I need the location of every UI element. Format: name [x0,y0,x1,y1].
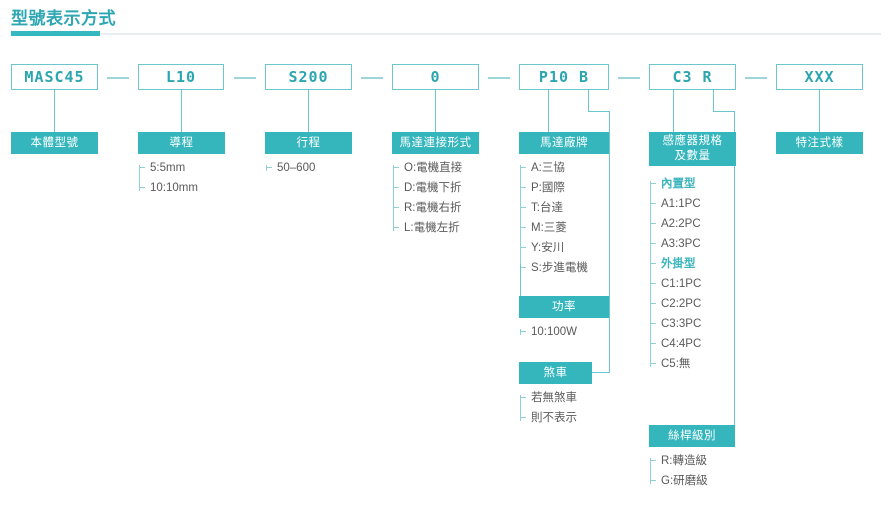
list-item: 若無煞車 [520,388,577,408]
list-item: G:研磨級 [650,471,708,491]
list-item: Y:安川 [520,238,588,258]
label-box-special-spec: 特注式樣 [776,132,863,154]
label-box-motor-brand: 馬達廠牌 [519,132,609,154]
option-list-screw-grade: R:轉造級 G:研磨級 [650,451,708,491]
connector-body-model [54,90,56,132]
separator-dash-3 [361,77,383,79]
connector-motor-mount [435,90,437,132]
connector-lead [181,90,183,132]
list-item: T:台達 [520,198,588,218]
list-item: 10:100W [520,322,577,342]
connector-brake-seg1 [588,90,590,112]
separator-dash-1 [107,77,129,79]
label-box-power: 功率 [519,296,609,318]
list-item-heading: 內置型 [650,174,701,194]
list-item: C4:4PC [650,334,701,354]
list-item: M:三菱 [520,218,588,238]
code-box-special[interactable]: XXX [776,64,863,90]
list-item: C5:無 [650,354,701,374]
list-item: L:電機左折 [393,218,462,238]
separator-dash-4 [488,77,510,79]
label-box-motor-mount: 馬達連接形式 [392,132,479,154]
list-item: C1:1PC [650,274,701,294]
option-list-brake: 若無煞車 則不表示 [520,388,577,428]
label-box-stroke: 行程 [265,132,352,154]
label-box-brake: 煞車 [519,362,592,384]
option-list-lead: 5:5mm 10:10mm [139,158,198,198]
connector-sensor-spec [673,90,675,132]
list-item: A2:2PC [650,214,701,234]
connector-screw-seg3 [734,111,736,436]
connector-screw-seg1 [713,90,715,112]
list-item: D:電機下折 [393,178,462,198]
list-item: 則不表示 [520,408,577,428]
list-item: 50–600 [266,158,315,178]
list-item: C3:3PC [650,314,701,334]
label-box-screw-grade: 絲桿級別 [649,425,735,447]
connector-brake-seg4 [592,372,610,374]
label-box-sensor-spec: 感應器規格 及數量 [649,132,736,166]
code-box-body-model[interactable]: MASC45 [11,64,98,90]
code-box-lead[interactable]: L10 [138,64,224,90]
list-item: O:電機直接 [393,158,462,178]
list-item: R:電機右折 [393,198,462,218]
connector-power [520,264,522,296]
option-list-sensor-spec: 內置型 A1:1PC A2:2PC A3:3PC 外掛型 C1:1PC C2:2… [650,174,701,374]
option-list-motor-mount: O:電機直接 D:電機下折 R:電機右折 L:電機左折 [393,158,462,238]
list-item: S:步進電機 [520,258,588,278]
list-item: R:轉造級 [650,451,708,471]
connector-special [819,90,821,132]
header-accent-bar [11,31,100,36]
option-list-power: 10:100W [520,322,577,342]
label-box-lead: 導程 [138,132,225,154]
list-item: 5:5mm [139,158,198,178]
separator-dash-5 [618,77,640,79]
code-box-stroke[interactable]: S200 [265,64,352,90]
connector-stroke [308,90,310,132]
connector-brake-seg3 [609,111,611,373]
list-item-heading: 外掛型 [650,254,701,274]
label-box-body-model: 本體型號 [11,132,98,154]
code-box-motor[interactable]: P10 B [519,64,609,90]
list-item: A1:1PC [650,194,701,214]
connector-brake-seg2 [588,111,610,113]
list-item: 10:10mm [139,178,198,198]
list-item: C2:2PC [650,294,701,314]
list-item: P:國際 [520,178,588,198]
code-box-motor-mount[interactable]: 0 [392,64,479,90]
page-title: 型號表示方式 [11,9,116,28]
separator-dash-2 [234,77,256,79]
label-line-2: 及數量 [674,150,711,162]
connector-screw-seg2 [713,111,735,113]
list-item: A3:3PC [650,234,701,254]
connector-motor-brand [548,90,550,132]
option-list-motor-brand: A:三協 P:國際 T:台達 M:三菱 Y:安川 S:步進電機 [520,158,588,278]
code-box-sensor[interactable]: C3 R [649,64,736,90]
list-item: A:三協 [520,158,588,178]
header-rule [11,33,881,35]
label-line-1: 感應器規格 [662,135,723,147]
separator-dash-6 [745,77,767,79]
option-list-stroke: 50–600 [266,158,315,178]
